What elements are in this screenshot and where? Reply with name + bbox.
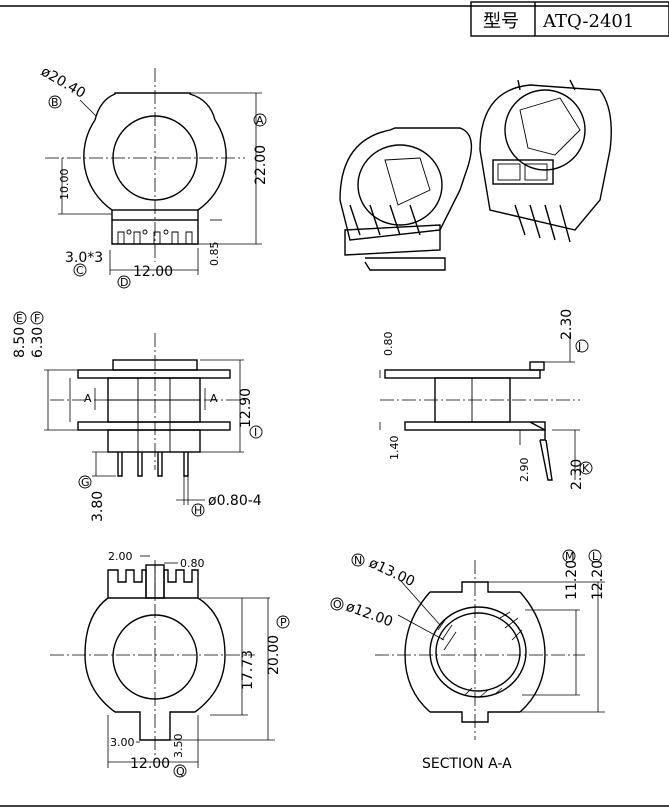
dim-230-top: 2.30 (559, 309, 575, 340)
mark-h: H (194, 504, 202, 517)
mark-a: A (256, 114, 264, 127)
side-view: A A 8.50 6.30 E F 12.90 I G 3.80 H ø0.80… (12, 311, 263, 522)
isometric-view (339, 79, 612, 271)
mark-q: Q (176, 765, 185, 778)
mark-g: G (81, 476, 90, 489)
dim-1200-bottom: 12.00 (130, 756, 170, 772)
mark-d: D (120, 276, 128, 289)
dim-380: 3.80 (90, 491, 106, 522)
model-number: ATQ-2401 (542, 11, 634, 32)
mark-f: F (34, 312, 40, 325)
side-view-right: 0.80 1.40 2.30 J 2.90 2.30 K (379, 309, 593, 490)
mark-n: N (354, 554, 362, 567)
mark-m: M (565, 550, 575, 563)
title-label: 型号 (483, 11, 519, 32)
section-caption: SECTION A-A (422, 756, 512, 772)
dim-290: 2.90 (518, 458, 531, 483)
dim-630: 6.30 (30, 327, 46, 358)
mark-o: O (333, 598, 342, 611)
mark-e: E (16, 312, 23, 325)
dim-1220: 12.20 (590, 560, 606, 600)
dim-d2040: ø20.40 (38, 64, 88, 102)
mark-l: L (592, 550, 599, 563)
section-mark-a-left: A (84, 392, 92, 405)
mark-b: B (51, 96, 59, 109)
dim-22: 22.00 (253, 145, 269, 185)
mark-c: C (76, 264, 84, 277)
dim-080b: 0.80 (180, 557, 205, 570)
dim-080: 0.80 (382, 332, 395, 357)
dim-10: 10.00 (58, 169, 71, 201)
mark-i: I (254, 426, 257, 439)
dim-350: 3.50 (172, 734, 185, 759)
mark-p: P (280, 616, 287, 629)
dim-1120: 11.20 (564, 560, 580, 600)
dim-2000: 20.00 (266, 635, 282, 675)
section-mark-a-right: A (210, 392, 218, 405)
dim-d1200: ø12.00 (344, 599, 395, 631)
mark-j: J (577, 340, 581, 353)
dim-1290: 12.90 (238, 388, 254, 428)
dim-200: 2.00 (108, 550, 133, 563)
dim-d1300: ø13.00 (366, 555, 417, 590)
dim-230-bottom: 2.30 (569, 459, 585, 490)
title-block: 型号 ATQ-2401 (470, 1, 669, 37)
dim-12: 12.00 (133, 264, 173, 280)
dim-300: 3.00 (110, 736, 135, 749)
top-view: 22.00 A 10.00 0.85 ø20.40 B 3.0*3 C 12.0… (38, 64, 269, 289)
dim-1773: 17.73 (240, 650, 256, 690)
mark-k: K (582, 462, 590, 475)
section-view: ø13.00 N ø12.00 O 11.20 12.20 M L SECTIO… (330, 549, 606, 772)
dim-850: 8.50 (12, 327, 28, 358)
dim-140: 1.40 (388, 436, 401, 461)
dim-pitch: 3.0*3 (65, 250, 103, 266)
bottom-view: 2.00 0.80 17.73 20.00 P 3.00 3.50 12.00 … (50, 550, 290, 778)
dim-pin-dia: ø0.80-4 (208, 493, 262, 509)
dim-085: 0.85 (208, 242, 221, 267)
core-hole (112, 115, 198, 201)
